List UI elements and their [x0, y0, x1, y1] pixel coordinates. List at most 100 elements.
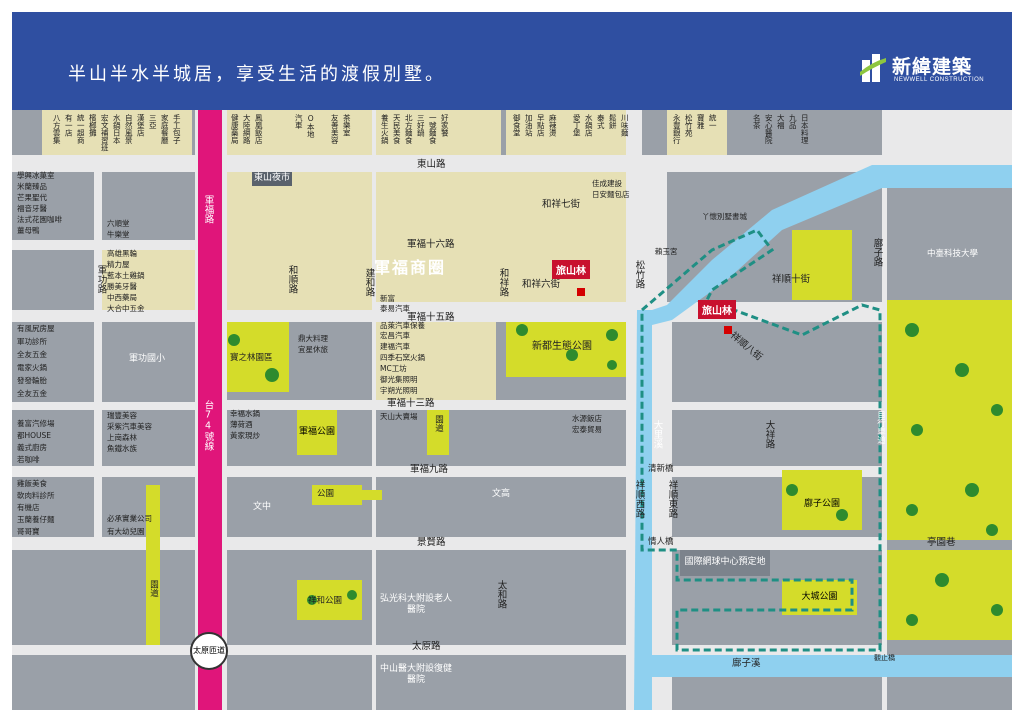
poi-mid-18: 宏昌汽車 — [380, 331, 410, 340]
shop-21: 北方麵食 — [404, 114, 414, 144]
poi-left-6: 薑母鴨 — [17, 226, 40, 235]
road-junfu15: 軍福十五路 — [407, 312, 455, 323]
shop-37: 統一 — [708, 114, 718, 129]
shop-35: 松竹苑 — [684, 114, 694, 137]
bike-path-label: 自行車道 — [875, 410, 886, 444]
brand-name: 新緯建築 — [892, 56, 973, 78]
poi-mid-33: 宏泰貿易 — [572, 425, 602, 434]
shop-9: 三亞 — [148, 114, 158, 129]
poi-mid-14: 有大幼兒園 — [107, 527, 145, 536]
poi-mid-24: 宇朔光照明 — [380, 386, 418, 395]
shop-17: 友善美容 — [330, 114, 340, 144]
road-dongshan: 東山路 — [417, 159, 446, 170]
wengao-label: 文高 — [491, 489, 510, 500]
shop-32: 鬆餅 — [608, 114, 618, 129]
road-taiyuan: 太原路 — [412, 641, 441, 652]
dacheng-park-label: 大城公園 — [801, 591, 838, 602]
road-route74: 台74號線 — [202, 400, 214, 451]
road-jianhe: 建和路 — [363, 268, 375, 297]
poi-mid-10: 采紫汽車美容 — [107, 422, 152, 431]
shop-19: 養生火鍋 — [380, 114, 390, 144]
poi-mid-21: 四季石窯火鍋 — [380, 353, 425, 362]
road-xiangshun10: 祥順十街 — [772, 274, 811, 285]
poi-mid-28: 賴玉宮 — [655, 247, 678, 256]
gongyuan-label: 公園 — [317, 489, 335, 499]
xianghe-park-label: 祥和公園 — [308, 596, 343, 606]
road-liaozi: 廍子路 — [871, 238, 883, 267]
poi-left-19: 有機店 — [17, 503, 40, 512]
poi-mid-23: 御光集照明 — [380, 375, 418, 384]
shop-15: 汽車 — [294, 114, 304, 129]
poi-mid-31: 新富 — [380, 294, 395, 303]
shop-4: 檳榔攤 — [88, 114, 98, 137]
area-map[interactable]: 東山路 軍福十六路 軍福十五路 軍福十三路 軍福九路 景賢路 太原路 太和路 和… — [12, 110, 1012, 710]
hospital-1: 弘光科大附設老人醫院 — [379, 593, 452, 615]
bridge-guanzhi: 觀止橋 — [874, 654, 895, 662]
poi-mid-7: 中西藥局 — [107, 293, 137, 302]
road-hexiang6: 和祥六街 — [522, 279, 561, 290]
shop-33: 川味麵 — [620, 114, 630, 137]
poi-left-3: 芒果聖代 — [17, 193, 47, 202]
poi-left-1: 學興冰菓室 — [17, 171, 55, 180]
shop-16: O本地 — [306, 114, 316, 138]
shop-41: 九品 — [788, 114, 798, 129]
road-jingxian: 景賢路 — [417, 537, 446, 548]
poi-mid-20: 天山大賣場 — [380, 412, 418, 421]
shop-6: 水鍋日本 — [112, 114, 122, 144]
poi-mid-30: 宜星休旅 — [298, 345, 328, 354]
poi-mid-11: 上崗森林 — [107, 433, 137, 442]
shop-11: 手工包子 — [172, 114, 182, 144]
poi-left-2: 米蘭臻品 — [17, 182, 47, 191]
shop-26: 加油站 — [524, 114, 534, 137]
poi-left-21: 哥哥寶 — [17, 527, 40, 536]
shop-5: 宏文補習班 — [100, 114, 110, 152]
poi-left-10: 電家火鍋 — [17, 363, 47, 372]
header-banner: 半山半水半城居，享受生活的渡假別墅。 新緯建築 NEWWELL CONSTRUC… — [12, 12, 1012, 110]
poi-mid-4: 精力屋 — [107, 260, 130, 269]
poi-mid-13: 必承實業公司 — [107, 514, 152, 523]
poi-mid-34: 佳成建設 — [592, 179, 622, 188]
poi-mid-35: 日安麵包店 — [592, 190, 630, 199]
trees — [228, 323, 1003, 626]
shop-30: 水鍋店 — [584, 114, 594, 137]
road-junfu16: 軍福十六路 — [407, 239, 455, 250]
shop-14: 鳳凰飯店 — [254, 114, 264, 144]
poi-mid-32: 水源飯店 — [572, 414, 602, 423]
shop-22: 三好鍋 — [416, 114, 426, 137]
poi-mid-19: 建福汽車 — [380, 342, 410, 351]
poi-mid-9: 瑞豐美容 — [107, 411, 137, 420]
parks — [146, 230, 1012, 645]
poi-left-13: 養富汽修場 — [17, 419, 55, 428]
jungong-school-label: 軍功國小 — [128, 353, 165, 364]
poi-left-15: 義式廚房 — [17, 443, 47, 452]
poi-mid-3: 高雄黑輪 — [107, 249, 137, 258]
poi-left-7: 有風尻房屋 — [17, 324, 55, 333]
poi-left-9: 全友五金 — [17, 350, 47, 359]
poi-mid-5: 藍本土雞鍋 — [107, 271, 145, 280]
poi-left-11: 發發輪胎 — [17, 376, 47, 385]
brand-tag-2: 旅山林 — [698, 300, 736, 319]
shop-36: 寶雅 — [696, 114, 706, 129]
poi-mid-12: 魚鐵水族 — [107, 444, 137, 453]
location-marker-2[interactable] — [724, 326, 732, 334]
shop-28: 麻辣燙 — [548, 114, 558, 137]
poi-left-17: 雞飯美食 — [17, 479, 47, 488]
shop-29: 愛丁堡 — [572, 114, 582, 137]
shop-39: 安心醫院 — [764, 114, 774, 144]
shop-13: 大陸網路 — [242, 114, 252, 144]
poi-left-20: 玉蘭養仔麵 — [17, 515, 55, 524]
zhonglin-park-label: 寶之林園區 — [230, 353, 273, 363]
road-hexiang7: 和祥七街 — [542, 199, 581, 210]
slogan-text: 半山半水半城居，享受生活的渡假別墅。 — [68, 64, 446, 85]
poi-mid-17: 黃家現炒 — [230, 431, 260, 440]
hospital-2: 中山醫大附設復健醫院 — [379, 663, 452, 685]
poi-mid-8: 大合中五金 — [107, 304, 145, 313]
location-marker-1[interactable] — [577, 288, 585, 296]
creek-dali: 大里溪 — [651, 420, 663, 449]
poi-left-8: 軍功診所 — [17, 337, 47, 346]
bike-route — [640, 228, 882, 652]
shop-25: 御食堂 — [512, 114, 522, 137]
creek-liaozi: 廍子溪 — [732, 658, 761, 669]
shop-1: 八方雲集 — [52, 114, 62, 144]
road-taihe: 太和路 — [495, 580, 507, 609]
